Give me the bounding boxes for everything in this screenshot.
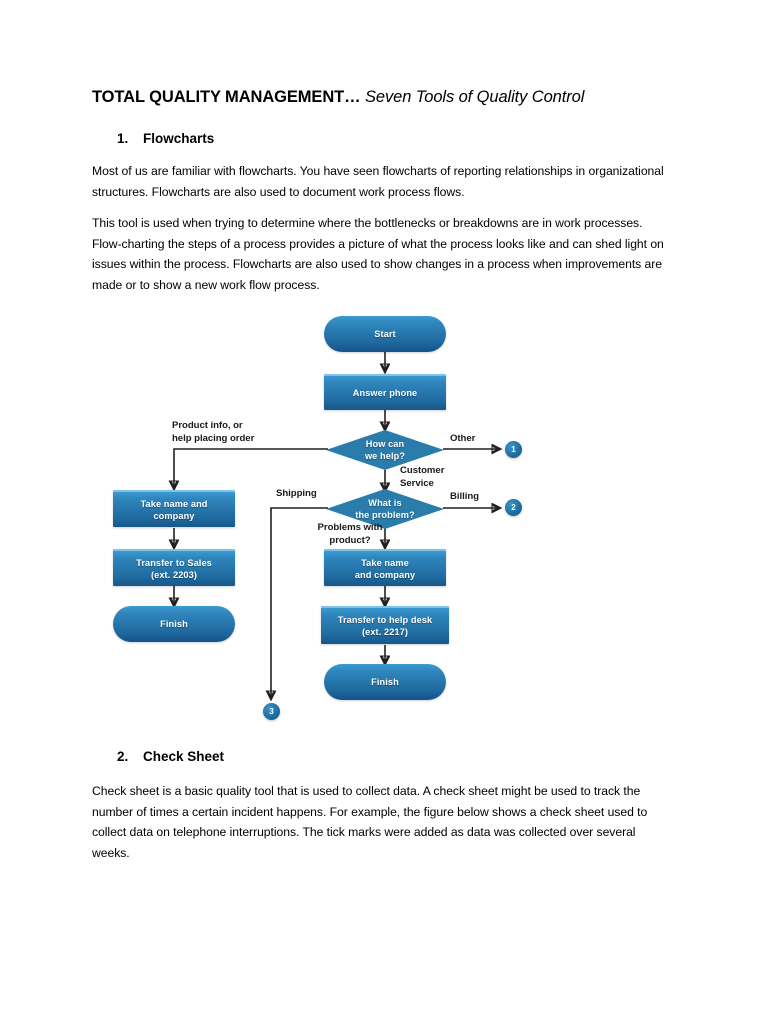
flow-node-how-can-we-help-label: How can we help? [364, 439, 406, 461]
section-number-1: 1. [117, 131, 129, 146]
diamond-icon [326, 430, 444, 470]
flow-edge-label-billing: Billing [450, 491, 479, 502]
paragraph-flowcharts-1: Most of us are familiar with flowcharts.… [92, 164, 664, 199]
flow-connector-1-label: 1 [511, 445, 516, 454]
page-title-bold: TOTAL QUALITY MANAGEMENT… [92, 88, 366, 106]
flow-edge-label-problems-with-product: Problems with product? [317, 522, 383, 546]
flow-node-finish-left-label: Finish [160, 619, 188, 629]
flow-node-answer-phone[interactable]: Answer phone [324, 374, 446, 410]
section-heading-flowcharts: 1. Flowcharts [117, 130, 737, 148]
page-title-italic: Seven Tools of Quality Control [365, 88, 585, 106]
flow-edge-label-customer-service: Customer Service [400, 465, 445, 489]
flow-connector-1[interactable]: 1 [505, 441, 522, 458]
flow-node-take-name-company-left[interactable]: Take name and company [113, 490, 235, 527]
section-heading-check-sheet: 2. Check Sheet [117, 748, 737, 766]
flow-node-how-can-we-help[interactable]: How can we help? [326, 430, 444, 470]
flow-connector-3-label: 3 [269, 707, 274, 716]
flow-connector-3[interactable]: 3 [263, 703, 280, 720]
flow-node-finish-right[interactable]: Finish [324, 664, 446, 700]
flow-node-answer-phone-label: Answer phone [352, 388, 418, 398]
flow-connector-2[interactable]: 2 [505, 499, 522, 516]
flow-connector-2-label: 2 [511, 503, 516, 512]
flow-node-finish-right-label: Finish [371, 677, 399, 687]
flow-node-start-label: Start [374, 329, 396, 339]
paragraph-check-sheet-1: Check sheet is a basic quality tool that… [92, 784, 648, 861]
flow-node-take-name-company-right[interactable]: Take name and company [324, 549, 446, 586]
diamond-icon [326, 489, 444, 529]
flow-node-finish-left[interactable]: Finish [113, 606, 235, 642]
flow-node-what-is-the-problem-label: What is the problem? [355, 498, 415, 520]
paragraph-flowcharts-2: This tool is used when trying to determi… [92, 216, 664, 293]
flow-edge-label-other: Other [450, 433, 476, 444]
flow-node-what-is-the-problem[interactable]: What is the problem? [326, 489, 444, 529]
flow-node-start[interactable]: Start [324, 316, 446, 352]
section-title-1: Flowcharts [143, 131, 215, 146]
flow-edge-label-shipping: Shipping [276, 488, 317, 499]
section-number-2: 2. [117, 749, 129, 764]
page-title: TOTAL QUALITY MANAGEMENT… Seven Tools of… [92, 86, 692, 108]
flow-node-transfer-to-sales[interactable]: Transfer to Sales (ext. 2203) [113, 549, 235, 586]
section-title-2: Check Sheet [143, 749, 225, 764]
flow-node-transfer-to-help-desk[interactable]: Transfer to help desk (ext. 2217) [321, 606, 449, 644]
flow-edge-label-product-info: Product info, or help placing order [172, 420, 255, 444]
